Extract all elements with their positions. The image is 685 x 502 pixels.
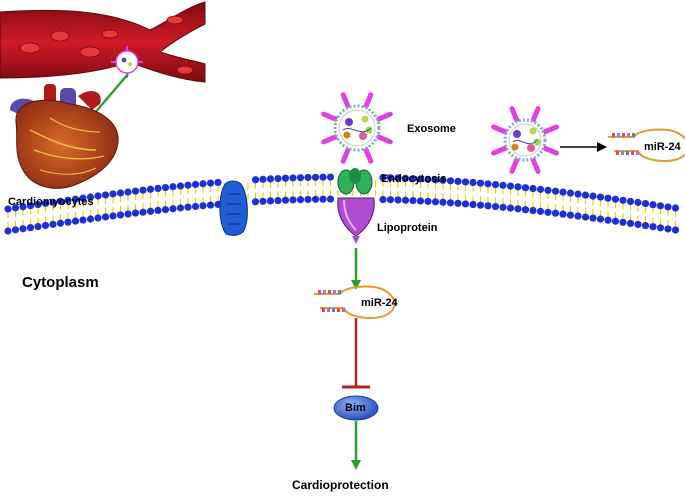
endocytosis-receptor-icon xyxy=(337,168,373,195)
cardioprotection-label: Cardioprotection xyxy=(292,478,389,492)
mir24-cytoplasm-label: miR-24 xyxy=(361,297,398,309)
exosome-icon xyxy=(321,92,393,164)
heart-icon xyxy=(10,84,119,189)
mir24-inhibits-bim xyxy=(342,318,370,389)
lipoprotein-label: Lipoprotein xyxy=(377,222,438,234)
cardiomyocytes-label: Cardiomyocytes xyxy=(8,196,94,208)
rna-hairpin-free-icon xyxy=(608,128,685,162)
rna-hairpin-cytoplasm-icon xyxy=(314,285,396,319)
blood-vessel-icon xyxy=(0,1,206,83)
vessel-exosome-icon xyxy=(111,46,143,78)
mir24-free-label: miR-24 xyxy=(644,141,681,153)
exosome-free-icon xyxy=(491,106,559,174)
bim-label: Bim xyxy=(345,402,366,414)
endocytosis-label: Endocytosis xyxy=(381,173,447,185)
bim-protein-icon xyxy=(333,395,379,421)
cytoplasm-label: Cytoplasm xyxy=(22,274,99,291)
membrane-channel-icon xyxy=(219,180,248,236)
exosome-label: Exosome xyxy=(407,123,456,135)
lipoprotein-icon xyxy=(337,197,375,244)
cell-membrane xyxy=(4,173,680,235)
